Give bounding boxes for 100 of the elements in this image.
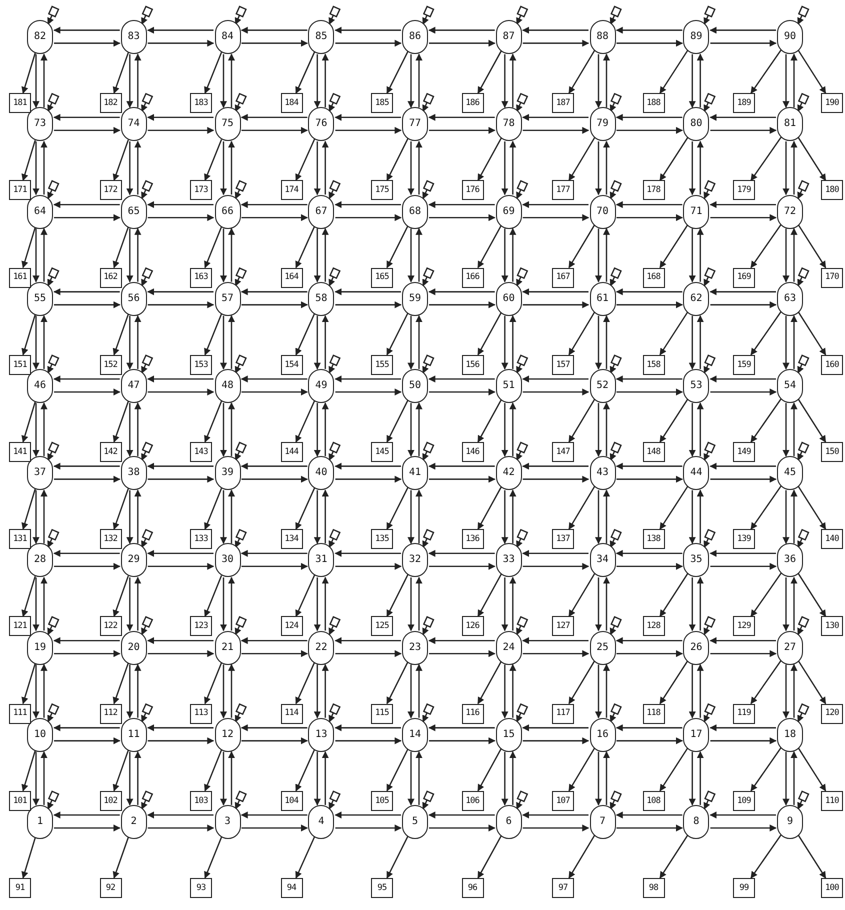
output-box: 189: [733, 93, 755, 114]
state-node: 2: [120, 805, 147, 839]
input-arrow: [47, 180, 60, 200]
input-arrow: [516, 790, 528, 810]
input-arrow: [704, 703, 716, 722]
output-box: 180: [821, 180, 843, 200]
input-arrow: [47, 442, 60, 461]
state-node: 13: [308, 718, 334, 752]
output-box: 106: [462, 790, 484, 811]
state-node: 61: [590, 282, 616, 316]
output-box: 150: [821, 442, 843, 462]
input-arrow: [47, 616, 60, 636]
state-node: 24: [496, 630, 522, 665]
input-arrow: [516, 354, 528, 374]
state-node: 36: [777, 543, 803, 578]
output-box: 181: [9, 93, 31, 114]
output-box: 167: [552, 268, 574, 288]
input-arrow: [610, 703, 622, 722]
output-box: 117: [552, 704, 574, 724]
state-node: 30: [214, 543, 240, 578]
output-box: 163: [190, 268, 212, 288]
state-node: 55: [27, 282, 53, 316]
output-box: 161: [9, 268, 31, 288]
output-box: 188: [642, 93, 664, 114]
state-node: 17: [683, 718, 710, 752]
state-node: 21: [214, 630, 240, 665]
state-node: 40: [308, 456, 334, 490]
state-node: 81: [777, 107, 803, 142]
state-node: 15: [496, 718, 522, 752]
output-box: 128: [642, 616, 664, 636]
output-box: 138: [642, 529, 664, 550]
output-box: 108: [642, 790, 664, 811]
state-node: 72: [777, 194, 803, 229]
input-arrow: [328, 6, 341, 25]
output-box: 152: [100, 354, 122, 375]
input-arrow: [422, 703, 434, 722]
input-arrow: [234, 267, 247, 286]
input-arrow: [610, 180, 622, 200]
state-node: 60: [496, 282, 522, 316]
input-arrow: [704, 180, 716, 200]
input-arrow: [797, 354, 810, 374]
state-node: 87: [496, 20, 522, 54]
output-box: 134: [280, 529, 302, 550]
output-box: 168: [642, 268, 664, 288]
state-node: 23: [402, 630, 428, 665]
state-node: 62: [683, 282, 710, 316]
state-node: 78: [496, 107, 522, 142]
state-node: 5: [402, 805, 428, 839]
state-node: 32: [402, 543, 428, 578]
state-node: 37: [27, 456, 53, 490]
input-arrow: [516, 180, 528, 200]
state-node: 4: [308, 805, 334, 839]
output-box: 119: [733, 704, 755, 724]
input-arrow: [234, 616, 247, 636]
input-arrow: [797, 442, 810, 461]
output-box: 130: [821, 616, 843, 636]
input-arrow: [797, 180, 810, 200]
output-box: 136: [462, 529, 484, 550]
output-box: 126: [462, 616, 484, 636]
output-box: 178: [642, 180, 664, 200]
input-arrow: [610, 616, 622, 636]
input-arrow: [328, 92, 341, 112]
output-box: 121: [9, 616, 31, 636]
output-box: 111: [9, 704, 31, 724]
state-node: 1: [27, 805, 53, 839]
state-node: 29: [120, 543, 147, 578]
input-arrow: [141, 267, 154, 286]
output-box: 146: [462, 442, 484, 462]
state-node: 86: [402, 20, 428, 54]
output-box: 129: [733, 616, 755, 636]
input-arrow: [797, 92, 810, 112]
input-arrow: [328, 442, 341, 461]
input-arrow: [328, 790, 341, 810]
output-box: 102: [100, 790, 122, 811]
input-arrow: [610, 790, 622, 810]
state-node: 22: [308, 630, 334, 665]
output-box: 133: [190, 529, 212, 550]
state-node: 47: [120, 369, 147, 403]
output-box: 148: [642, 442, 664, 462]
input-arrow: [422, 442, 434, 461]
output-box: 151: [9, 354, 31, 375]
state-node: 25: [590, 630, 616, 665]
output-box: 143: [190, 442, 212, 462]
state-node: 71: [683, 194, 710, 229]
input-arrow: [610, 528, 622, 548]
input-arrow: [141, 180, 154, 200]
input-arrow: [47, 6, 60, 25]
state-node: 48: [214, 369, 240, 403]
input-arrow: [141, 790, 154, 810]
input-arrow: [516, 616, 528, 636]
state-node: 6: [496, 805, 522, 839]
state-node: 90: [777, 20, 803, 54]
output-box: 158: [642, 354, 664, 375]
input-arrow: [141, 703, 154, 722]
output-box: 94: [280, 878, 302, 898]
state-node: 53: [683, 369, 710, 403]
output-box: 155: [371, 354, 393, 375]
output-box: 132: [100, 529, 122, 550]
state-node: 49: [308, 369, 334, 403]
state-node: 41: [402, 456, 428, 490]
